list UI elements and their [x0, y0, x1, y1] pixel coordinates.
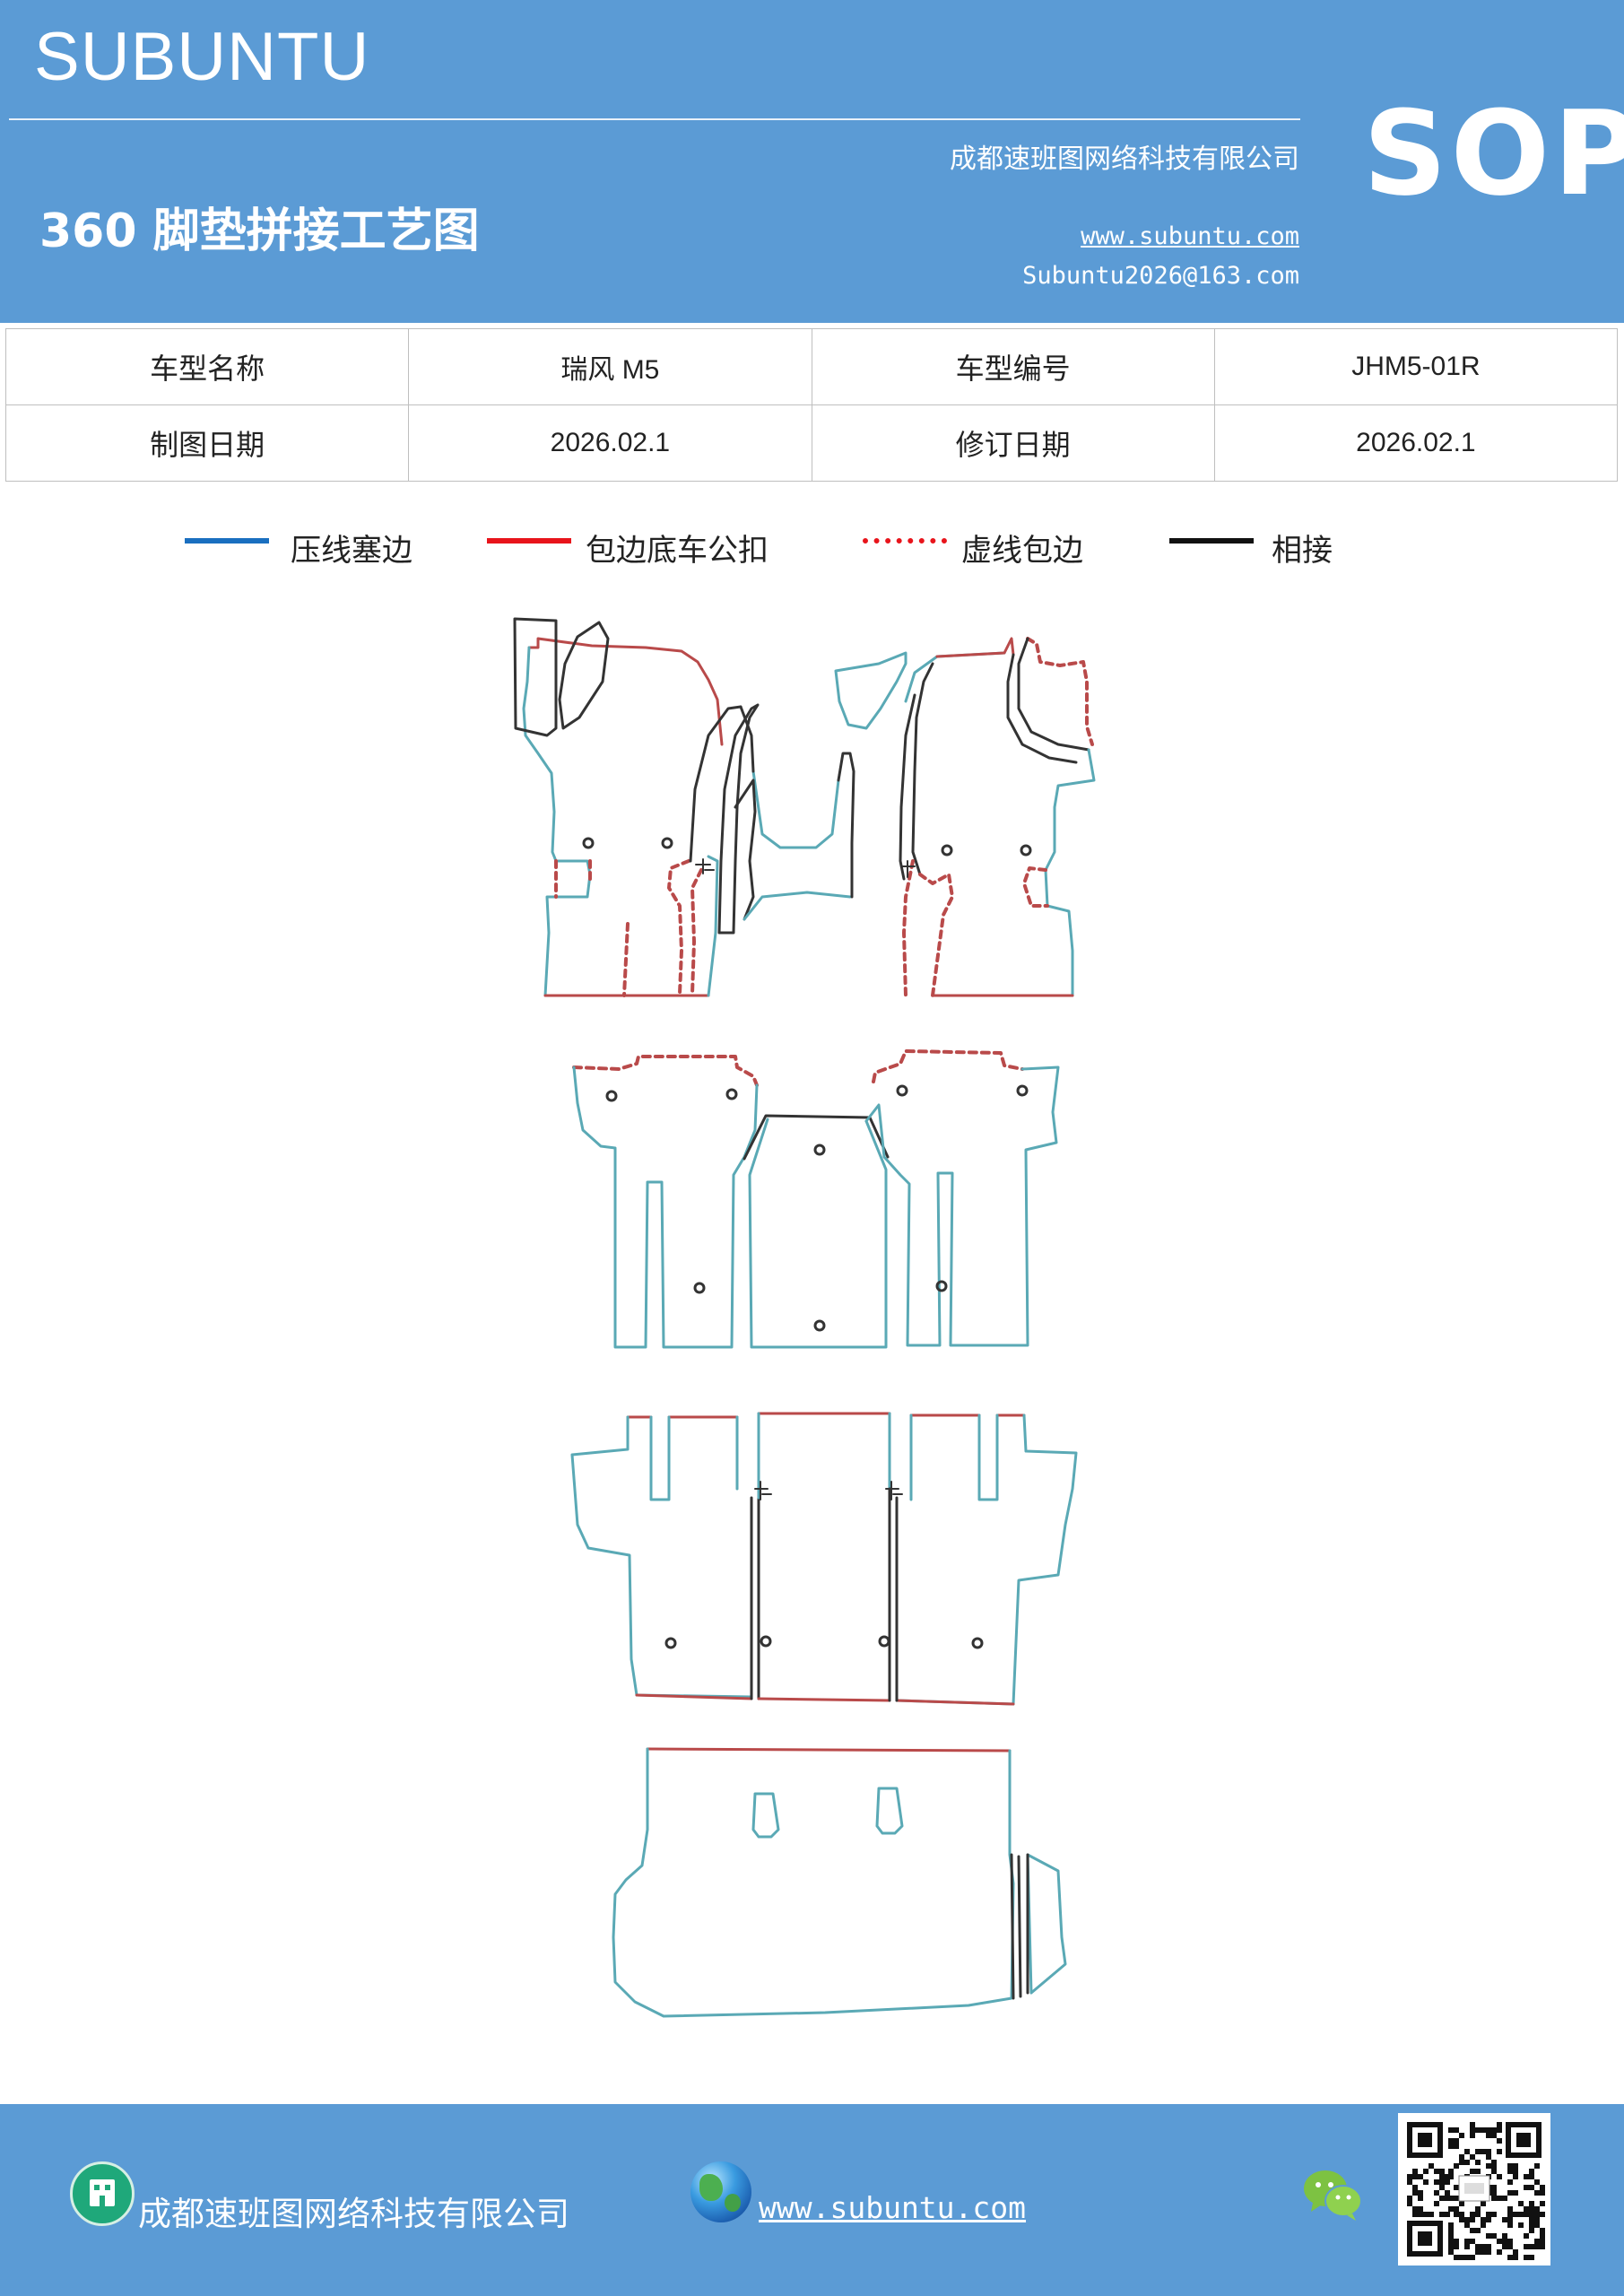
brand-name: SUBUNTU	[34, 19, 370, 95]
legend-swatch-red-dotted	[863, 538, 947, 544]
rear-center-mat	[757, 1412, 891, 1702]
revise-date-value: 2026.02.1	[1213, 404, 1619, 482]
header-email[interactable]: Subuntu2026@163.com	[1022, 262, 1299, 290]
document-title: 360 脚垫拼接工艺图	[39, 204, 480, 258]
header-banner: SUBUNTU 成都速班图网络科技有限公司 SOP 360 脚垫拼接工艺图 ww…	[0, 0, 1624, 323]
front-right-mat	[834, 637, 1096, 997]
model-code-value: JHM5-01R	[1213, 328, 1619, 405]
globe-icon	[690, 2161, 751, 2222]
trunk-mat	[612, 1747, 1067, 2018]
vehicle-info-table: 车型名称 瑞风 M5 车型编号 JHM5-01R 制图日期 2026.02.1 …	[4, 328, 1619, 482]
legend-swatch-black	[1169, 538, 1254, 544]
draw-date-value: 2026.02.1	[408, 404, 812, 482]
model-code-label: 车型编号	[811, 328, 1215, 405]
rear-right-mat	[888, 1413, 1078, 1706]
revise-date-label: 修订日期	[811, 404, 1215, 482]
wechat-icon[interactable]	[1302, 2167, 1365, 2221]
building-icon	[70, 2161, 135, 2226]
marker-up-rear-left	[754, 1481, 772, 1500]
footer-website-link[interactable]: www.subuntu.com	[759, 2190, 1027, 2225]
center-hump-pieces	[689, 703, 855, 935]
header-divider	[9, 118, 1300, 120]
qr-code	[1398, 2113, 1550, 2266]
table-row: 制图日期 2026.02.1 修订日期 2026.02.1	[4, 404, 1619, 482]
marker-up-rear-right	[885, 1481, 903, 1500]
table-row: 车型名称 瑞风 M5 车型编号 JHM5-01R	[4, 328, 1619, 405]
legend-label: 压线塞边	[291, 533, 413, 569]
legend-swatch-blue	[185, 538, 269, 544]
front-left-mat	[513, 617, 724, 997]
model-name-value: 瑞风 M5	[408, 328, 812, 405]
sop-label: SOP	[1363, 85, 1624, 222]
model-name-label: 车型名称	[4, 328, 410, 405]
draw-date-label: 制图日期	[4, 404, 410, 482]
middle-center-mat	[743, 1114, 890, 1349]
middle-left-mat	[572, 1055, 759, 1349]
floor-mat-splice-diagram	[513, 617, 1096, 2018]
legend-label: 相接	[1272, 533, 1333, 569]
line-legend: 压线塞边 包边底车公扣 虚线包边 相接	[0, 520, 1624, 574]
header-website-link[interactable]: www.subuntu.com	[1081, 222, 1299, 250]
rear-left-mat	[570, 1415, 760, 1700]
middle-right-mat	[864, 1049, 1060, 1347]
header-company-name: 成都速班图网络科技有限公司	[950, 144, 1299, 175]
marker-up-front-left	[695, 858, 715, 874]
legend-swatch-red	[487, 538, 571, 544]
footer-company-name: 成都速班图网络科技有限公司	[138, 2195, 569, 2233]
legend-label: 虚线包边	[961, 533, 1083, 569]
legend-label: 包边底车公扣	[586, 533, 769, 569]
footer-banner: 成都速班图网络科技有限公司 www.subuntu.com	[0, 2104, 1624, 2296]
